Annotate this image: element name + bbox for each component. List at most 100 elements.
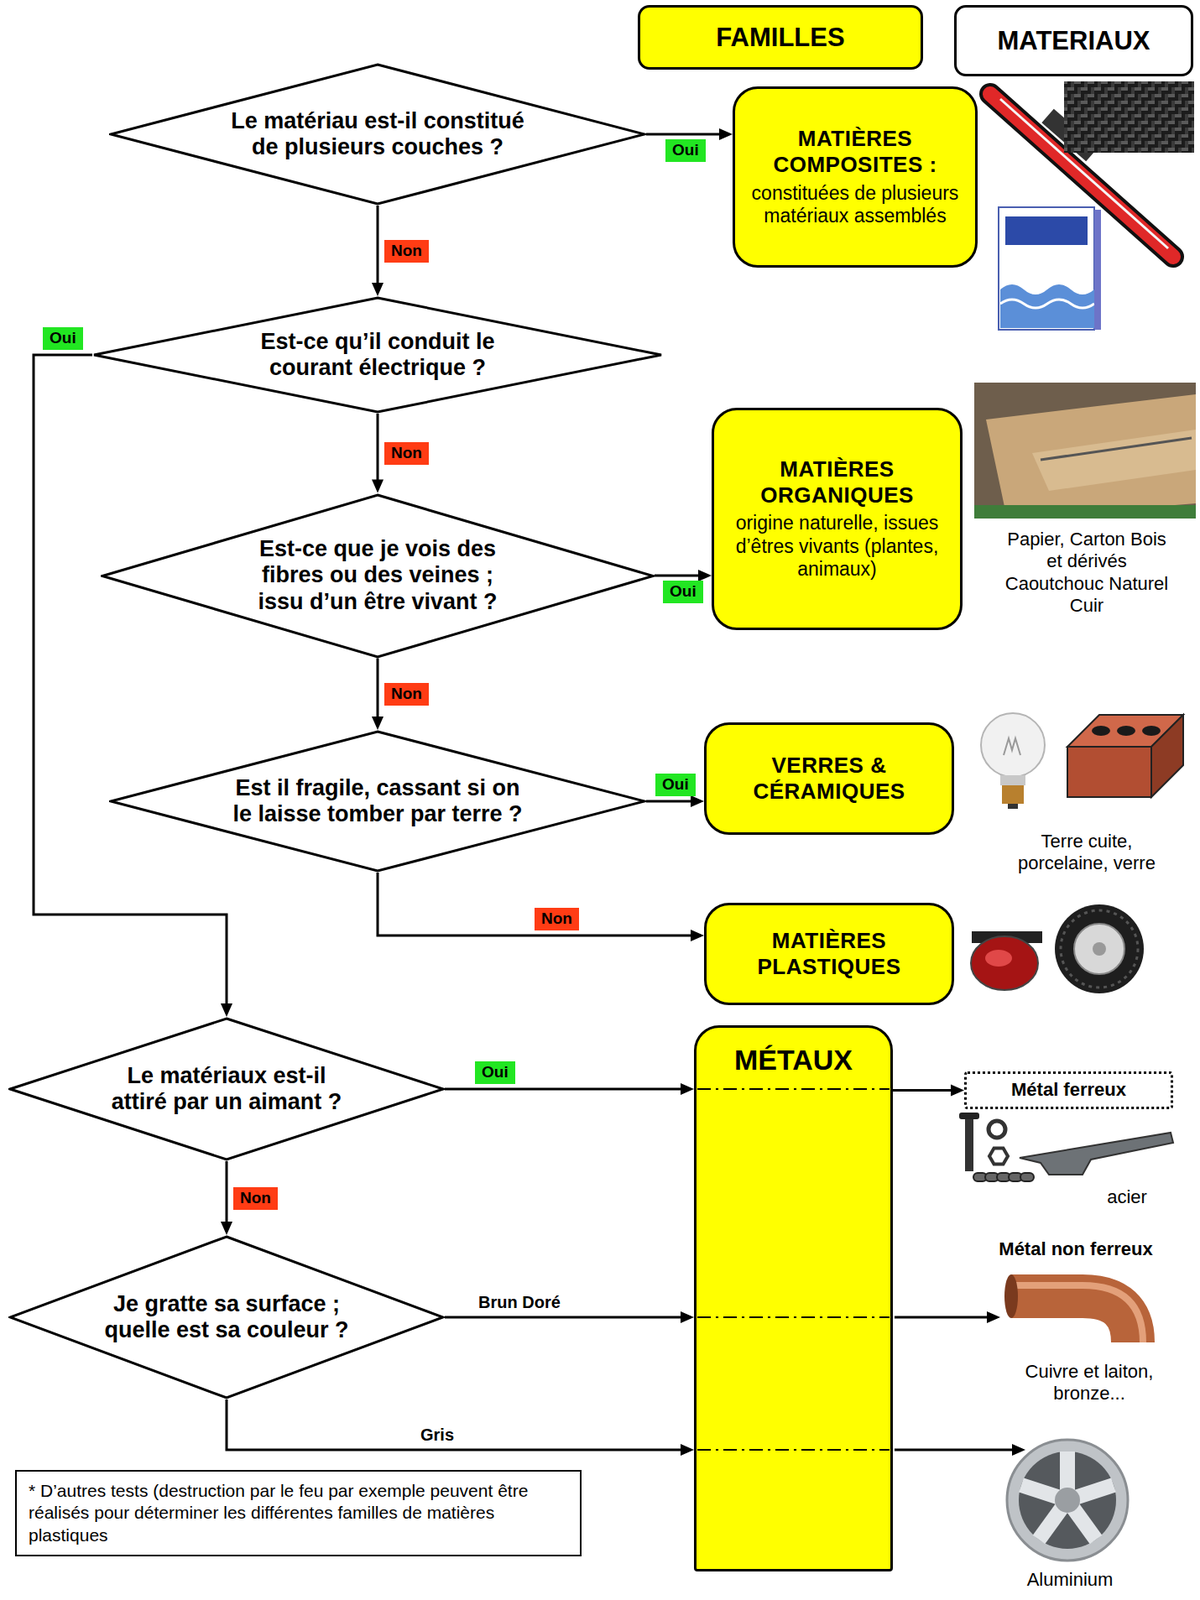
light-bulb: [1001, 785, 1024, 804]
arrow-head: [698, 569, 712, 582]
arrow-to-copper: [894, 1316, 989, 1320]
arrow-to-copper: [894, 1311, 1001, 1324]
tire: [1074, 923, 1125, 975]
flow-arrow: [371, 205, 384, 297]
flow-arrow: [654, 574, 704, 578]
wood-photo: [986, 394, 1196, 519]
brick: [1067, 714, 1184, 798]
text-group: MATIÈRES COMPOSITES :constituées de plus…: [746, 125, 964, 229]
edge-label: Oui: [655, 773, 696, 797]
flow-arrow: [892, 1085, 965, 1097]
milk-carton: [1000, 299, 1095, 308]
question-text: Je gratte sa surface ; quelle est sa cou…: [95, 1291, 358, 1344]
text-group: MÉTAUX: [708, 1043, 879, 1078]
edge-label: Oui: [662, 580, 704, 604]
family-description: constituées de plusieurs matériaux assem…: [746, 182, 964, 229]
brick: [1091, 725, 1111, 736]
question-text: Est il fragile, cassant si on le laisse …: [229, 775, 526, 828]
family-name: VERRES & CÉRAMIQUES: [718, 752, 940, 805]
category-text: Métal ferreux: [975, 1079, 1163, 1101]
header-text: FAMILLES: [652, 22, 909, 53]
alloy-wheel: [1006, 1440, 1128, 1561]
light-bulb: [980, 713, 1045, 809]
flow-arrow: [376, 413, 380, 486]
decision-diamond: Le matériau est-il constitué de plusieur…: [109, 62, 647, 206]
decision-diamond: Est-ce qu’il conduit le courant électriq…: [92, 296, 663, 414]
edge-label: Non: [534, 907, 580, 931]
column-header: FAMILLES: [637, 5, 924, 70]
column-header: MATERIAUX: [954, 5, 1194, 77]
flow-arrow: [226, 1399, 686, 1451]
text-group: VERRES & CÉRAMIQUES: [718, 752, 940, 805]
flow-arrow: [377, 872, 705, 942]
steel-parts: [988, 1121, 1006, 1138]
category-tag: Métal ferreux: [964, 1071, 1174, 1110]
wood-photo: [974, 382, 1196, 519]
flow-arrow: [646, 795, 705, 808]
arrow-to-aluminium: [1012, 1444, 1026, 1456]
alloy-wheel: [1018, 1451, 1117, 1550]
edge-label: Oui: [474, 1061, 516, 1085]
flow-arrow: [444, 1311, 694, 1324]
milk-carton: [998, 207, 1095, 330]
flow-arrow: [654, 569, 712, 582]
flow-arrow: [376, 658, 380, 723]
brick: [1067, 746, 1152, 798]
wood-photo: [1032, 429, 1196, 491]
family-name: MATIÈRES PLASTIQUES: [718, 928, 940, 981]
note-box: * D’autres tests (destruction par le feu…: [15, 1470, 582, 1557]
light-bulb: [1007, 803, 1018, 809]
text-group: Métal ferreux: [975, 1079, 1163, 1101]
header-text: MATERIAUX: [968, 26, 1180, 57]
copper-elbow: [1004, 1274, 1143, 1343]
arrow-head: [371, 716, 384, 731]
brick: [1142, 725, 1161, 736]
arrow-head: [371, 282, 384, 297]
tire: [1054, 904, 1144, 994]
arrow-to-aluminium: [894, 1444, 1026, 1456]
diamond-outline: [102, 495, 653, 658]
decision-diamond: Est-ce que je vois des fibres ou des vei…: [100, 493, 655, 659]
flow-arrow: [646, 133, 725, 136]
arrow-head: [680, 1444, 694, 1456]
material-examples: acier: [1089, 1186, 1165, 1209]
flow-arrow: [371, 413, 384, 494]
wood-photo: [974, 382, 1196, 519]
flow-arrow: [226, 1399, 694, 1456]
flow-arrow: [646, 800, 696, 804]
question-text: Est-ce que je vois des fibres ou des vei…: [253, 536, 503, 615]
milk-carton: [1094, 209, 1101, 330]
edge-label: Non: [384, 442, 429, 465]
tire: [1054, 904, 1144, 994]
decision-diamond: Je gratte sa surface ; quelle est sa cou…: [8, 1235, 445, 1400]
material-examples: Aluminium: [998, 1569, 1142, 1592]
text-group: MATERIAUX: [968, 26, 1180, 57]
carbon-sample: [1064, 81, 1195, 153]
text-group: Est il fragile, cassant si on le laisse …: [229, 775, 526, 828]
brick: [1116, 725, 1136, 736]
family-name: MATIÈRES ORGANIQUES: [725, 456, 949, 509]
steel-parts: [1020, 1173, 1034, 1182]
question-text: Le matériau est-il constitué de plusieur…: [229, 108, 526, 161]
copper-elbow: [1015, 1285, 1143, 1343]
copper-elbow: [1011, 1296, 1133, 1343]
flow-arrow: [444, 1083, 694, 1096]
arrow-head: [220, 1221, 233, 1236]
arrow-head: [371, 480, 384, 494]
tire: [1060, 910, 1138, 988]
arrow-to-copper: [986, 1311, 1001, 1324]
material-examples: Cuivre et laiton, bronze...: [1005, 1361, 1174, 1406]
text-group: * D’autres tests (destruction par le feu…: [28, 1480, 569, 1547]
bike-light: [985, 949, 1013, 967]
bike-light: [970, 936, 1039, 991]
diamond-outline: [110, 731, 645, 872]
arrow-head: [690, 929, 705, 942]
arrow-head: [719, 128, 733, 141]
diamond-outline: [10, 1018, 444, 1160]
edge-label: Gris: [417, 1424, 458, 1446]
flow-arrow: [225, 1161, 229, 1227]
family-box: MATIÈRES COMPOSITES :constituées de plus…: [732, 86, 978, 268]
family-box: MATIÈRES PLASTIQUES: [704, 902, 955, 1006]
copper-elbow: [1004, 1274, 1018, 1319]
family-band: MÉTAUX: [693, 1025, 893, 1572]
